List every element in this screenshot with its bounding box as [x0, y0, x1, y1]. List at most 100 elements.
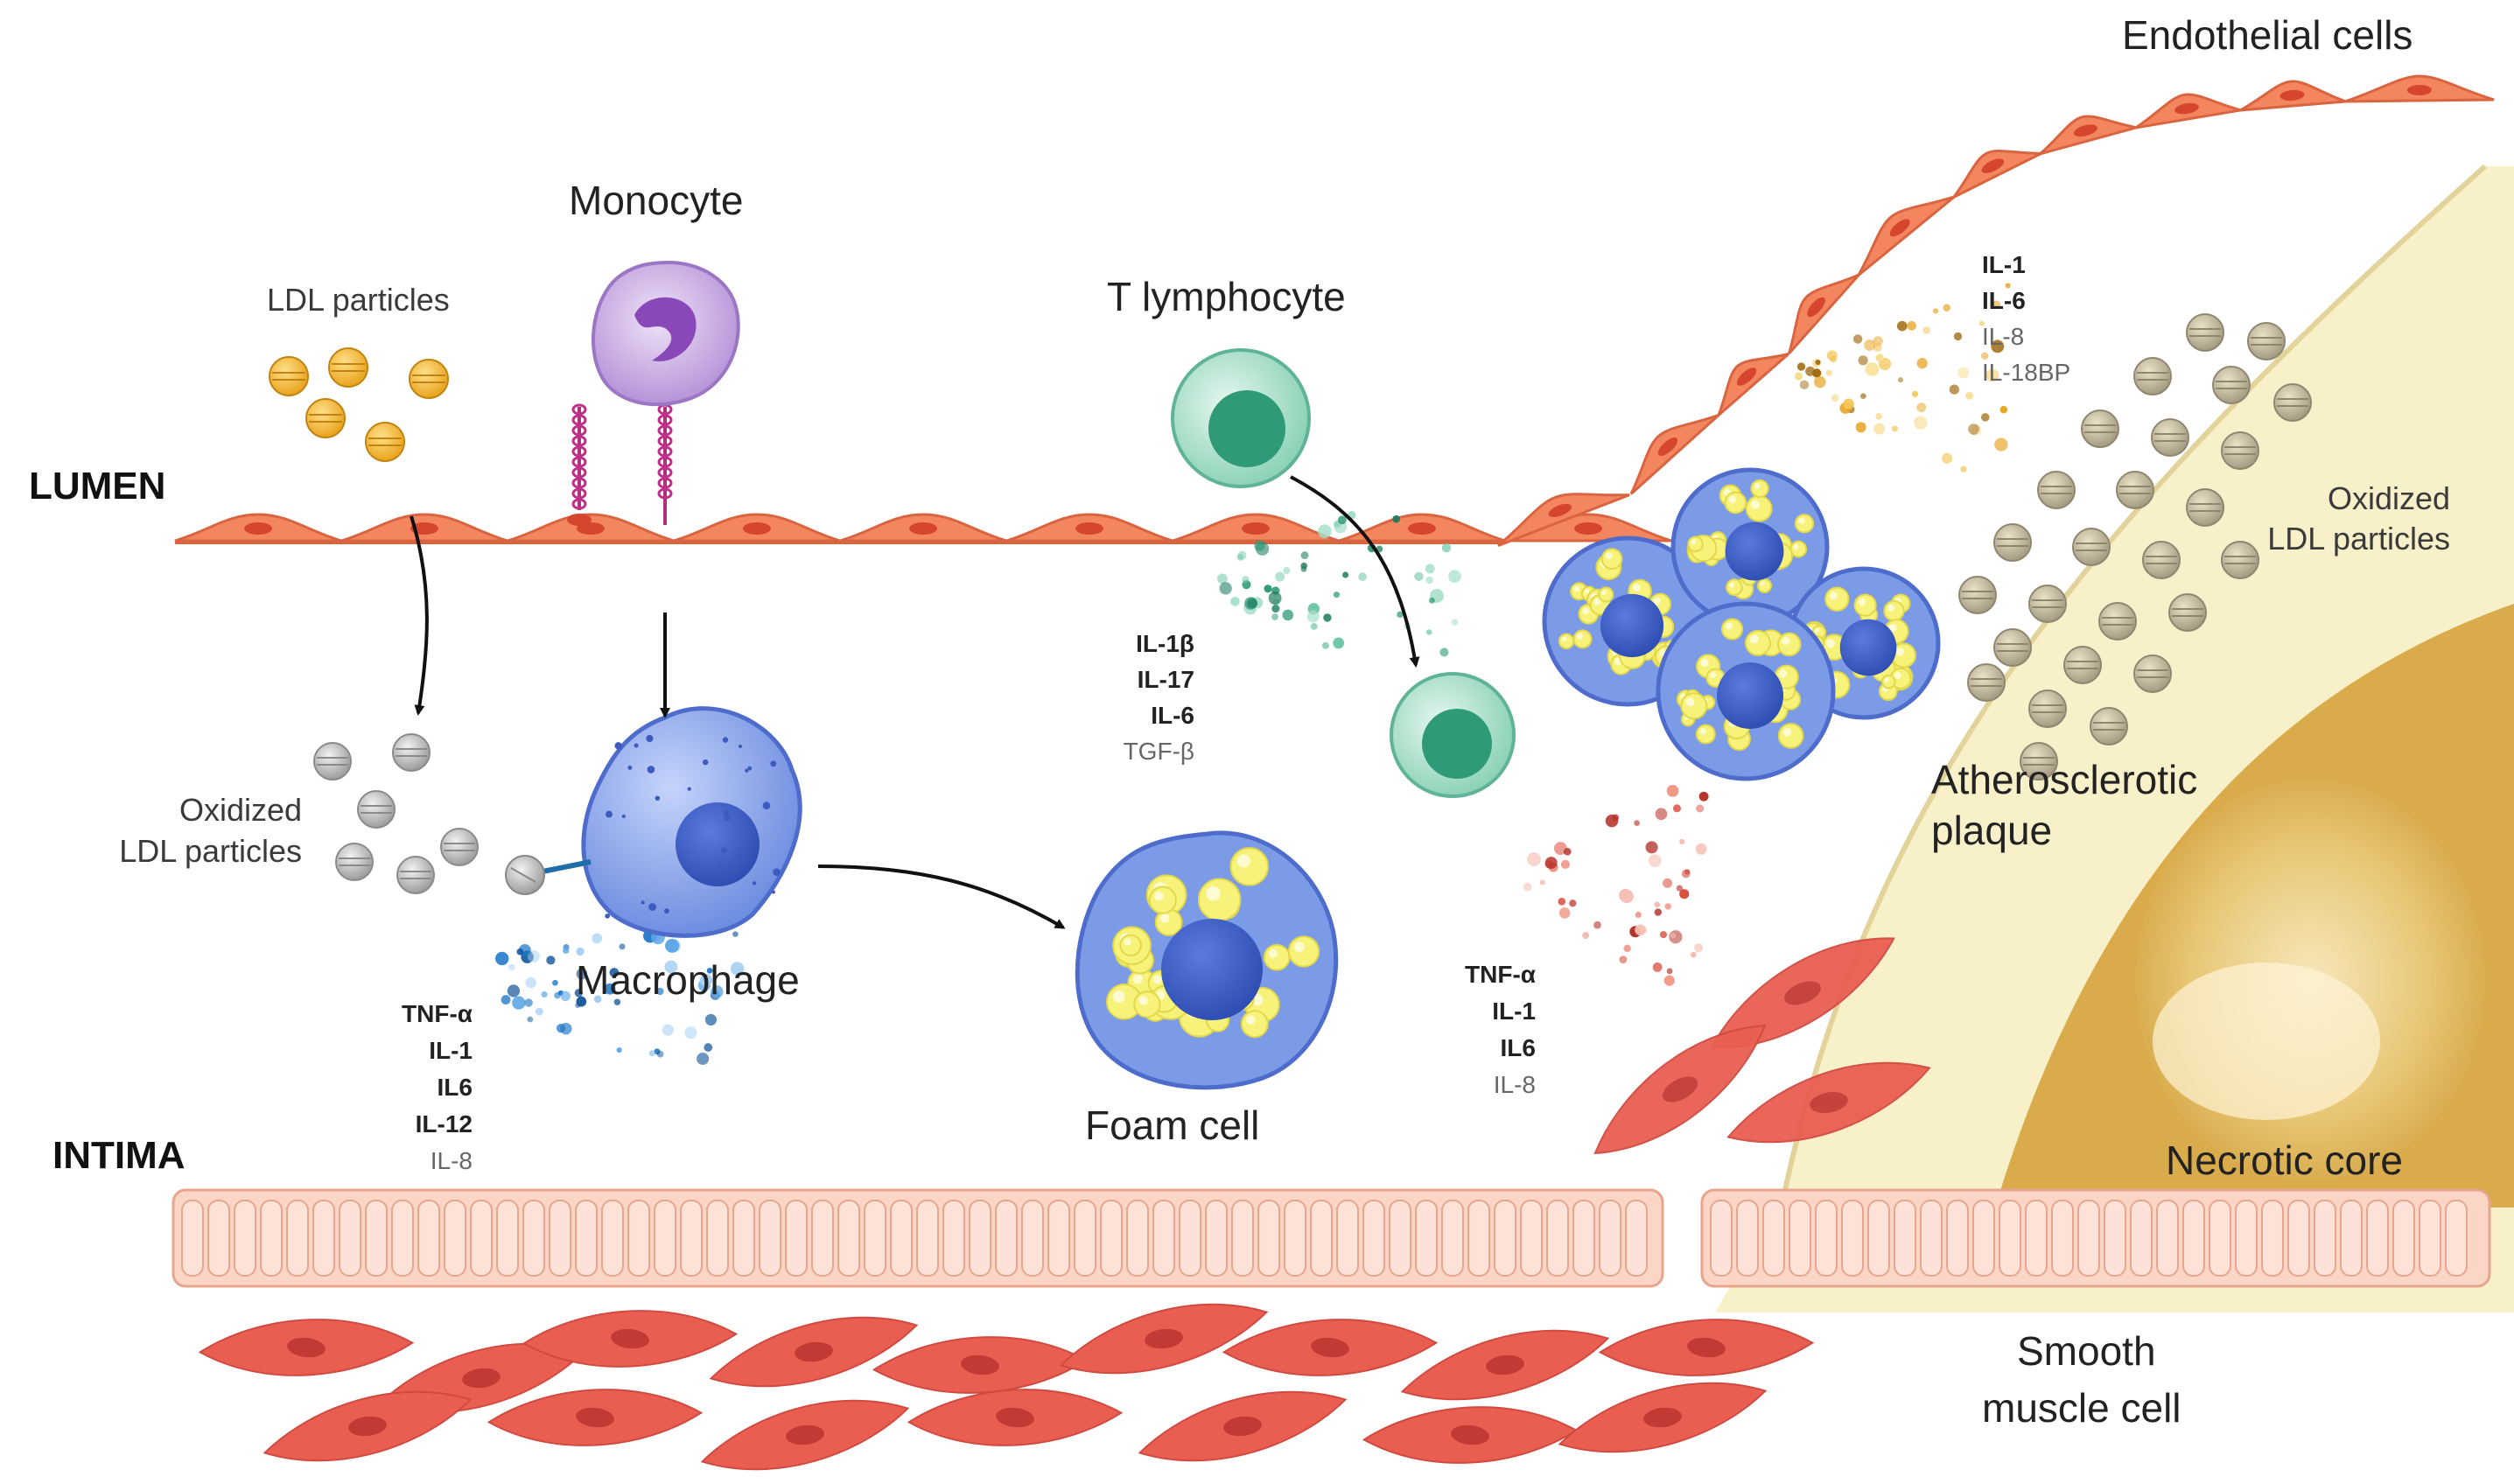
oxidized-ldl-particle	[2081, 410, 2119, 448]
endothelial-cell	[1497, 493, 1630, 547]
smooth-muscle-cell	[198, 1306, 415, 1390]
endothelial-cell	[839, 513, 1007, 542]
oxidized-ldl-particle	[357, 790, 396, 829]
label-smooth-muscle-1: Smooth	[2017, 1328, 2156, 1374]
label-necrotic-core: Necrotic core	[2166, 1138, 2403, 1183]
cytokine-label: IL-8	[1982, 323, 2024, 350]
label-foam-cell: Foam cell	[1085, 1102, 1259, 1148]
oxidized-ldl-particle	[1958, 576, 1997, 614]
smooth-muscle-cell	[1134, 1384, 1351, 1468]
cytokine-label: IL-8	[1494, 1071, 1536, 1098]
oxidized-ldl-particle	[2273, 383, 2312, 422]
cytokine-label: IL-6	[1982, 287, 2026, 314]
oxidized-ldl-particle	[440, 828, 479, 866]
smooth-muscle-cell	[1572, 1011, 1789, 1168]
label-oxidized-ldl-right-1: Oxidized	[2328, 480, 2450, 516]
endothelial-cell	[1857, 195, 1956, 276]
endothelial-cell	[507, 513, 675, 542]
label-smooth-muscle-2: muscle cell	[1982, 1385, 2181, 1431]
cytokine-cloud	[1523, 784, 1709, 986]
cytokine-label: IL-1	[1982, 251, 2026, 278]
oxidized-ldl-particle	[2212, 366, 2251, 404]
smooth-muscle-cell	[1055, 1297, 1272, 1381]
cytokine-label: IL-18BP	[1982, 359, 2070, 386]
endothelial-cell	[2039, 115, 2137, 156]
cytokines-plaque: IL-1IL-6IL-8IL-18BP	[1982, 251, 2070, 386]
arrow-tcell-migration	[1290, 475, 1420, 668]
t-lymphocyte-lumen	[1171, 348, 1311, 488]
smooth-muscle-cell	[259, 1384, 476, 1468]
label-lumen: LUMEN	[29, 465, 165, 508]
ldl-particle	[328, 347, 368, 388]
oxidized-ldl-particle	[335, 843, 374, 881]
label-endothelial-cells: Endothelial cells	[2122, 12, 2412, 58]
oxidized-ldl-particle	[2090, 707, 2128, 746]
endothelial-cell	[340, 513, 508, 542]
label-plaque-2: plaque	[1931, 808, 2052, 853]
oxidized-ldl-particle	[1993, 628, 2032, 667]
oxidized-ldl-particle	[2020, 742, 2058, 780]
endothelial-cell	[1005, 513, 1173, 542]
endothelial-cell	[2344, 74, 2495, 103]
oxidized-ldl-particle	[2028, 584, 2067, 623]
cytokine-label: TGF-β	[1124, 738, 1194, 765]
oxidized-ldl-particle	[2151, 418, 2189, 457]
label-plaque-1: Atherosclerotic	[1931, 757, 2197, 802]
label-oxidized-ldl-right-2: LDL particles	[2267, 521, 2450, 556]
cytokine-label: IL-17	[1138, 666, 1194, 693]
cytokine-label: IL-1	[429, 1037, 473, 1064]
arrow-macrophage-to-foam	[817, 864, 1066, 929]
cytokine-label: IL-8	[431, 1147, 473, 1174]
foam-cell	[1670, 467, 1830, 626]
smooth-muscle-cell	[1397, 1323, 1614, 1407]
ldl-particles	[269, 347, 449, 462]
oxidized-ldl-particle	[2116, 471, 2154, 509]
oxidized-ldl-particle	[2186, 313, 2224, 352]
cytokine-cloud	[1794, 283, 2011, 472]
label-intima: INTIMA	[53, 1134, 186, 1177]
oxidized-ldl-particle	[2221, 431, 2259, 470]
oxidized-ldl-particle	[2037, 471, 2076, 509]
ldl-particle	[269, 356, 309, 396]
cytokine-dots	[495, 283, 2011, 1066]
endothelial-cell	[673, 513, 841, 542]
label-oxidized-ldl-left-1: Oxidized	[179, 792, 302, 828]
ldl-particle	[365, 422, 405, 462]
foam-cell-cluster	[1542, 467, 1941, 781]
cytokine-label: TNF-α	[402, 1000, 473, 1027]
foam-cell	[1656, 601, 1836, 781]
label-monocyte: Monocyte	[569, 178, 743, 223]
ldl-particle	[305, 398, 346, 438]
oxidized-ldl-particle	[2142, 541, 2181, 579]
endothelial-cell	[174, 513, 342, 542]
smooth-muscle-cell	[1362, 1393, 1579, 1477]
cytokine-label: IL6	[1501, 1034, 1536, 1061]
endothelial-cell	[2135, 93, 2242, 130]
endothelial-layer-rising	[1497, 74, 2495, 547]
oxidized-ldl-particle	[2133, 357, 2172, 396]
smooth-muscle-cell	[1554, 1376, 1771, 1460]
oxidized-ldl-particle	[2247, 322, 2286, 360]
oxidized-ldl-particle	[1967, 663, 2006, 702]
monocyte-cell	[591, 260, 740, 407]
endothelial-cell	[1338, 513, 1506, 542]
oxidized-ldl-particle	[313, 742, 352, 780]
foam-cell	[1075, 830, 1339, 1090]
smooth-muscle-cell	[697, 1393, 914, 1477]
oxidized-ldl-particle	[2063, 646, 2102, 684]
arrow-ldl-oxidation	[410, 515, 429, 716]
label-oxidized-ldl-left-2: LDL particles	[119, 833, 302, 869]
oxidized-ldl-particle	[2168, 593, 2207, 632]
oxidized-ldl-particle	[2098, 602, 2137, 640]
oxidized-ldl-particle	[392, 733, 431, 772]
t-lymphocyte-intima	[1390, 672, 1516, 798]
label-t-lymphocyte: T lymphocyte	[1107, 274, 1346, 319]
label-macrophage: Macrophage	[576, 957, 800, 1003]
smooth-muscle-layer	[198, 1297, 1815, 1477]
cytokine-label: IL-1β	[1136, 630, 1194, 657]
endothelial-cell	[1172, 513, 1340, 542]
